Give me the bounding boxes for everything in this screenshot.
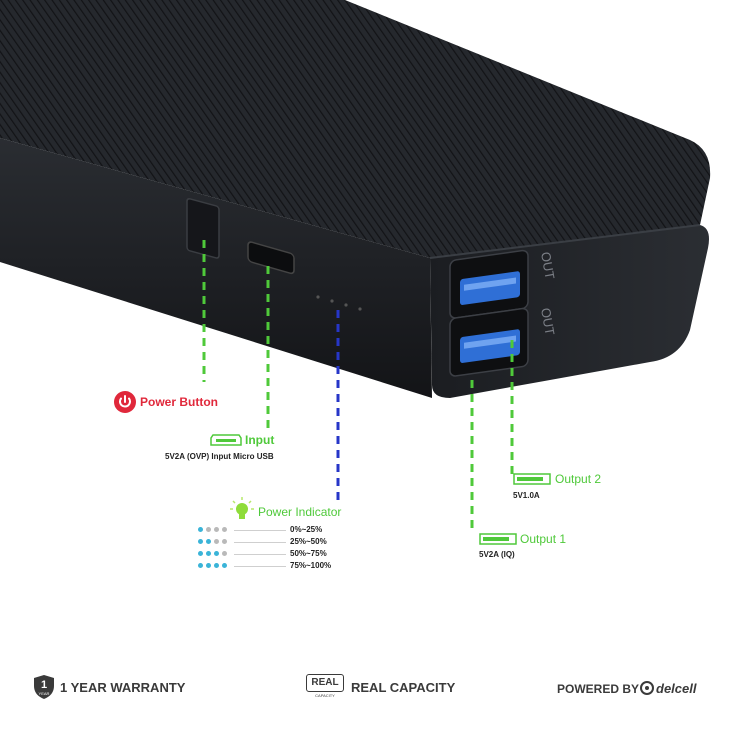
indicator-led xyxy=(358,307,362,311)
indicator-dot xyxy=(214,563,219,568)
power-indicator-label: Power Indicator xyxy=(258,505,342,519)
lightbulb-icon xyxy=(230,497,254,519)
usb-port-1 xyxy=(449,249,529,319)
indicator-row-divider xyxy=(234,566,286,567)
output2-spec: 5V1.0A xyxy=(513,491,540,500)
indicator-dot xyxy=(206,551,211,556)
indicator-dot xyxy=(206,563,211,568)
indicator-row-divider xyxy=(234,542,286,543)
svg-text:1: 1 xyxy=(41,679,47,691)
power-button-label: Power Button xyxy=(140,395,218,409)
usb-a-icon xyxy=(479,533,517,545)
indicator-led xyxy=(330,299,334,303)
indicator-dot xyxy=(222,551,227,556)
indicator-dot xyxy=(198,527,203,532)
indicator-led xyxy=(344,303,348,307)
output2-label: Output 2 xyxy=(555,472,602,486)
device-side-face xyxy=(0,138,432,398)
indicator-level-range: 0%~25% xyxy=(290,525,323,534)
micro-usb-port xyxy=(247,241,295,275)
power-button-slot xyxy=(186,198,220,259)
svg-text:YEAR: YEAR xyxy=(39,691,50,696)
warranty-text: 1 YEAR WARRANTY xyxy=(60,680,186,695)
shield-icon: 1 YEAR xyxy=(34,675,54,699)
indicator-level-range: 25%~50% xyxy=(290,537,327,546)
indicator-dot xyxy=(206,527,211,532)
indicator-level-range: 50%~75% xyxy=(290,549,327,558)
indicator-dot xyxy=(222,563,227,568)
device-top-face xyxy=(0,0,711,258)
usb-port-2 xyxy=(449,307,529,377)
real-capacity-text: REAL CAPACITY xyxy=(351,680,456,695)
powered-by-text: POWERED BY xyxy=(557,682,640,696)
delcell-logo-icon xyxy=(640,681,654,695)
power-icon xyxy=(114,391,136,413)
indicator-level-range: 75%~100% xyxy=(290,561,332,570)
indicator-dot xyxy=(214,527,219,532)
port-label-out: OUT xyxy=(538,307,558,337)
output1-label: Output 1 xyxy=(520,532,567,546)
usb-a-icon xyxy=(513,473,551,485)
indicator-dot xyxy=(214,539,219,544)
indicator-dot xyxy=(206,539,211,544)
indicator-row-divider xyxy=(234,530,286,531)
input-label: Input xyxy=(245,433,275,447)
input-spec: 5V2A (OVP) Input Micro USB xyxy=(165,452,274,461)
output1-spec: 5V2A (IQ) xyxy=(479,550,515,559)
indicator-dot xyxy=(198,563,203,568)
micro-usb-icon xyxy=(210,434,242,446)
indicator-dot xyxy=(214,551,219,556)
port-label-out: OUT xyxy=(538,251,558,281)
indicator-dot xyxy=(198,551,203,556)
indicator-dot xyxy=(222,527,227,532)
brand-name: delcell xyxy=(656,681,697,696)
indicator-row-divider xyxy=(234,554,286,555)
indicator-dot xyxy=(198,539,203,544)
indicator-led xyxy=(316,295,320,299)
indicator-dot xyxy=(222,539,227,544)
real-capacity-badge: REAL CAPACITY xyxy=(306,674,344,698)
